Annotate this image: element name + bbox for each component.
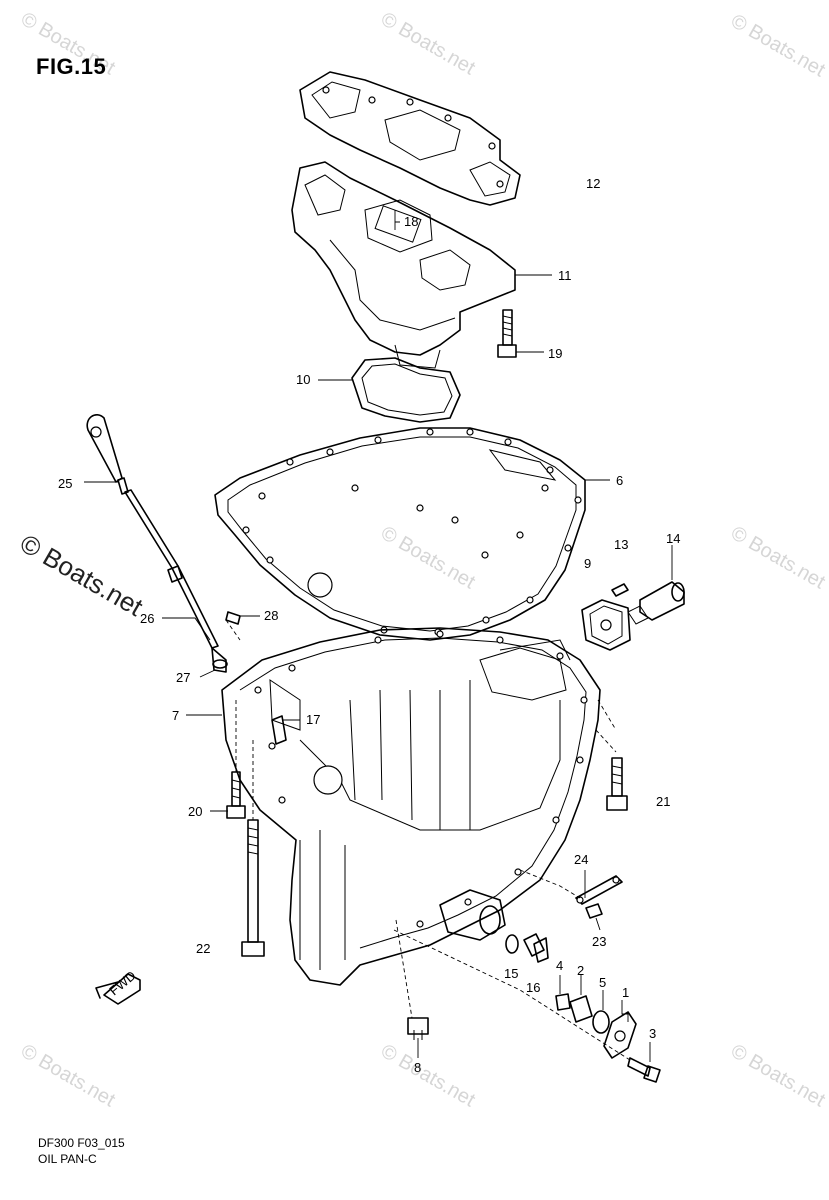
callout-23: 23 [592, 934, 606, 949]
bolt-part-3 [627, 1057, 661, 1083]
gasket-part-12 [299, 71, 521, 206]
callout-9: 9 [584, 556, 591, 571]
dipstick-part-25 [86, 414, 129, 495]
bolt-part-28 [225, 611, 241, 641]
callout-15: 15 [504, 966, 518, 981]
bolt-part-8 [407, 1017, 429, 1040]
bolt-part-19 [497, 309, 517, 358]
callout-3: 3 [649, 1026, 656, 1041]
callout-17: 17 [306, 712, 320, 727]
callout-26: 26 [140, 611, 154, 626]
oil-pan-part-7 [221, 627, 601, 986]
plate-part-1 [603, 1011, 637, 1059]
callout-24: 24 [574, 852, 588, 867]
gasket-part-10 [351, 357, 461, 423]
callout-5: 5 [599, 975, 606, 990]
footer-code: DF300 F03_015 [38, 1136, 125, 1150]
callout-28: 28 [264, 608, 278, 623]
leader-lines [84, 210, 673, 1062]
bolt-part-20 [226, 771, 246, 819]
callout-20: 20 [188, 804, 202, 819]
callout-11: 11 [558, 268, 572, 283]
cover-part-13 [581, 583, 631, 651]
fwd-arrow-icon: FWD [95, 968, 141, 1005]
gasket-part-6 [214, 427, 586, 641]
callout-27: 27 [176, 670, 190, 685]
callout-6: 6 [616, 473, 623, 488]
callout-8: 8 [414, 1060, 421, 1075]
oil-strainer-part-11 [291, 161, 516, 369]
bracket-part-24 [575, 875, 623, 905]
gasket-part-15 [505, 934, 519, 954]
callout-13: 13 [614, 537, 628, 552]
o-ring-part-27 [212, 659, 228, 669]
dipstick-guide-part-26 [124, 489, 227, 673]
callout-12: 12 [586, 176, 600, 191]
callout-14: 14 [666, 531, 680, 546]
bolt-part-23 [585, 903, 603, 919]
figure-title: FIG.15 [36, 54, 107, 79]
callout-25: 25 [58, 476, 72, 491]
callout-22: 22 [196, 941, 210, 956]
bolt-part-22 [241, 819, 265, 957]
callout-1: 1 [622, 985, 629, 1000]
callout-numbers: 12 18 11 19 10 6 25 13 14 9 28 26 27 7 1… [58, 176, 680, 1075]
fitting-part-14 [627, 581, 685, 625]
o-ring-part-5 [592, 1010, 610, 1034]
footer-name: OIL PAN-C [38, 1152, 97, 1166]
callout-21: 21 [656, 794, 670, 809]
callout-7: 7 [172, 708, 179, 723]
callout-4: 4 [556, 958, 563, 973]
drain-plug-part-16 [523, 933, 549, 963]
callout-18: 18 [404, 214, 418, 229]
callout-10: 10 [296, 372, 310, 387]
bolt-part-21 [606, 757, 628, 811]
callout-16: 16 [526, 980, 540, 995]
bolt-part-4 [555, 993, 571, 1011]
sleeve-part-2 [569, 995, 593, 1023]
callout-19: 19 [548, 346, 562, 361]
callout-2: 2 [577, 963, 584, 978]
